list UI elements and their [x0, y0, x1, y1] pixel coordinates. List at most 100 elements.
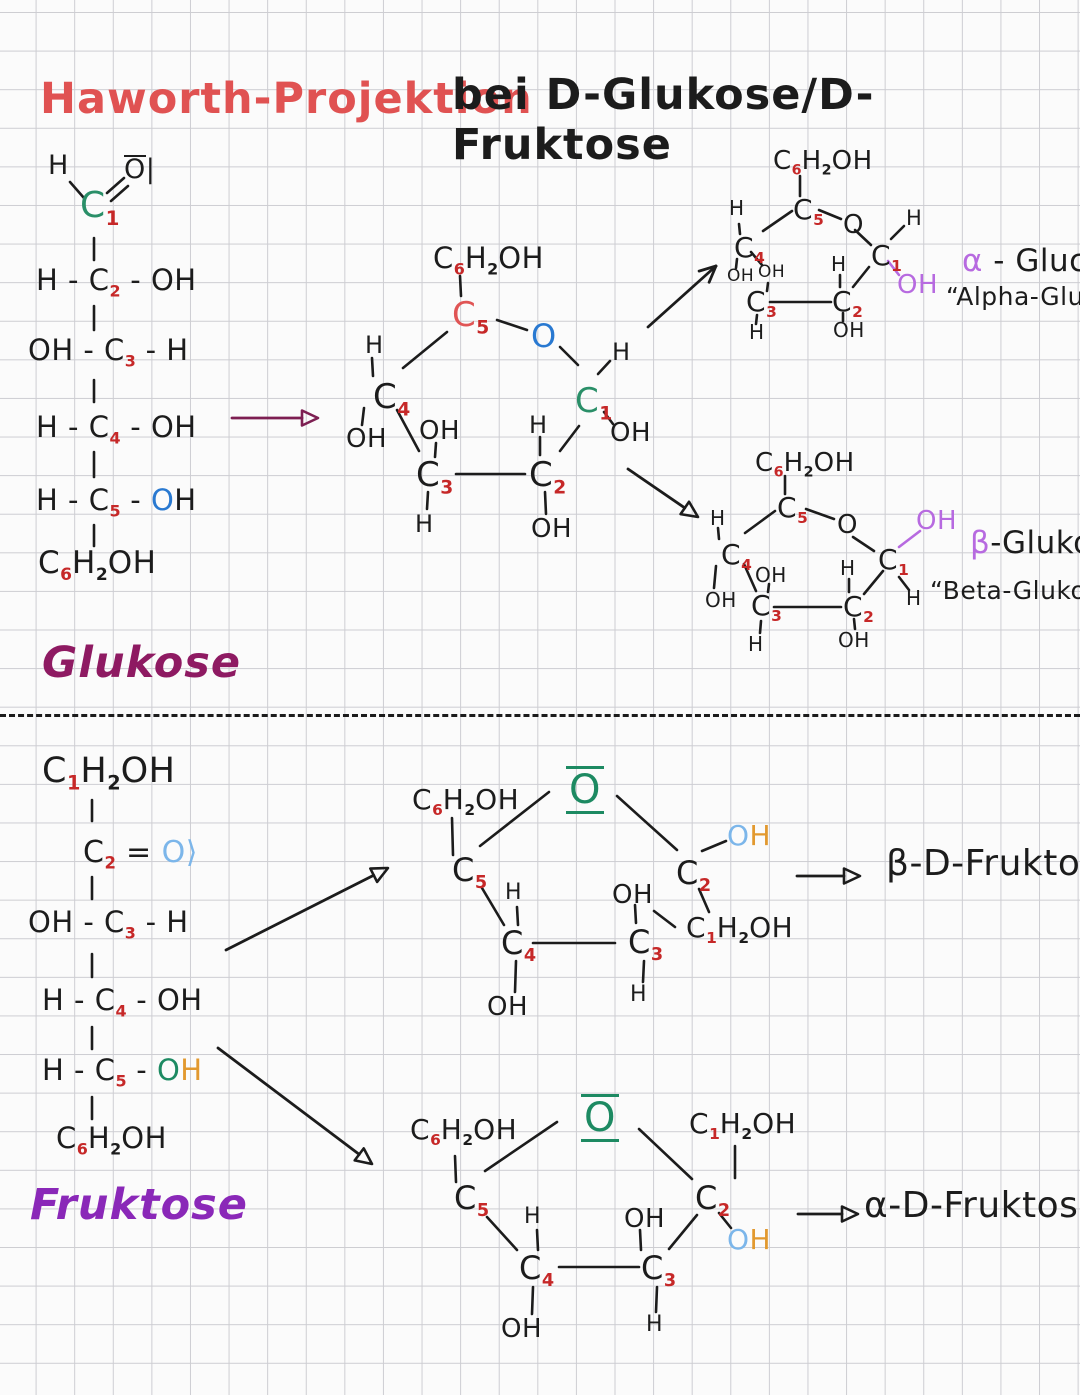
alpha-glucose-c5: C5 [793, 193, 824, 230]
fructose-section-label: Fruktose [30, 1180, 248, 1230]
alpha-fructose-oh-c4: OH [501, 1314, 543, 1344]
bond-line [889, 224, 906, 241]
fructose-fischer-ch2oh1: C1H2OH [42, 751, 176, 795]
bond-line [458, 274, 463, 298]
alpha-glucose-c4: C4 [734, 231, 765, 268]
bond-line [712, 564, 718, 590]
bond-line [485, 1215, 519, 1252]
beta-fructose-c4: C4 [501, 924, 537, 967]
glucose-haworth-oh-c4: OH [346, 424, 388, 454]
alpha-glucose-ring-o: O [843, 210, 864, 240]
beta-glucose-oh-c3: OH [755, 563, 787, 587]
arrow-to-alpha-glucose [646, 264, 718, 329]
beta-fructose-oh-c2: OH [727, 819, 772, 852]
fructose-fischer-c2: C2 = O⟩ [83, 835, 198, 873]
glucose-haworth-h-c2: H [529, 411, 548, 439]
glucose-fischer-h-top: H [48, 150, 69, 181]
page-title-black: bei D-Glukose/D-Fruktose [452, 70, 875, 170]
beta-fructose-ch2oh1: C1H2OH [686, 911, 794, 948]
alpha-glucose-oh-c1: OH [897, 270, 939, 300]
alpha-glucose-oh-c2: OH [833, 318, 865, 342]
beta-glucose-c2: C2 [843, 590, 874, 627]
glucose-fischer-ch2oh6: C6H2OH [38, 545, 157, 585]
beta-fructose-c5: C5 [452, 851, 488, 894]
alpha-glucose-c2: C2 [832, 285, 863, 322]
glucose-haworth-c3: C3 [416, 455, 454, 499]
bond-line [360, 406, 366, 427]
alpha-fructose-c3: C3 [641, 1249, 677, 1292]
alpha-glucose-oh-c3: OH [758, 262, 786, 282]
bond-line [530, 1285, 535, 1316]
arrow-to-alpha-fructose [216, 1046, 374, 1166]
section-divider [0, 714, 1080, 717]
glucose-section-label: Glukose [42, 638, 242, 688]
beta-glucose-h-c4: H [710, 506, 726, 530]
alpha-glucose-h-c3: H [749, 320, 765, 344]
beta-glucose-caption-quote: “Beta-Glukose” [930, 576, 1080, 605]
glucose-haworth-c5: C5 [452, 295, 490, 339]
fructose-fischer-row-c3: OH - C3 - H [28, 905, 189, 943]
bond-line [700, 839, 728, 853]
beta-glucose-oh-c2: OH [838, 628, 870, 652]
bond-line [804, 507, 836, 521]
beta-glucose-ch2oh6: C6H2OH [755, 448, 855, 481]
glucose-haworth-oh-c2: OH [531, 514, 573, 544]
alpha-glucose-c3: C3 [746, 285, 777, 322]
bond-line [652, 909, 677, 929]
beta-glucose-oh-c4: OH [705, 588, 737, 612]
glucose-haworth-h-c3: H [415, 510, 434, 538]
glucose-haworth-h-c4: H [365, 331, 384, 359]
alpha-glucose-c1: C1 [871, 239, 902, 276]
bond-line [615, 794, 679, 852]
arrow-to-beta-glucose [626, 467, 700, 519]
arrow-fischer-to-haworth [230, 409, 320, 427]
bond-line [450, 816, 455, 857]
beta-fructose-h-c3: H [630, 982, 648, 1007]
bond-line [370, 356, 375, 378]
glucose-haworth-c2: C2 [529, 455, 567, 499]
alpha-glucose-ch2oh6: C6H2OH [773, 146, 873, 179]
alpha-glucose-h-c1: H [906, 206, 923, 230]
bond-line [654, 1285, 659, 1314]
beta-fructose-c2: C2 [676, 854, 712, 897]
alpha-fructose-oh-c2: OH [727, 1223, 772, 1256]
fructose-fischer-ch2oh6: C6H2OH [56, 1121, 167, 1159]
alpha-fructose-ch2oh1: C1H2OH [689, 1107, 797, 1144]
beta-glucose-oh-c1: OH [916, 506, 958, 536]
beta-glucose-c3: C3 [751, 589, 782, 626]
alpha-fructose-h-c4: H [524, 1204, 542, 1229]
arrow-beta-fructose-label [795, 867, 862, 885]
glucose-haworth-ch2oh6: C6H2OH [433, 241, 544, 279]
bond-line [513, 959, 518, 994]
beta-fructose-h-c4: H [505, 880, 523, 905]
beta-fructose-oh-c3: OH [612, 880, 654, 910]
alpha-glucose-caption: α - Glucose [962, 243, 1080, 279]
alpha-fructose-c2: C2 [695, 1179, 731, 1222]
glucose-fischer-o-top: O| [124, 154, 156, 185]
alpha-fructose-h-c3: H [646, 1312, 664, 1337]
glucose-fischer-row-c5: H - C5 - OH [36, 483, 197, 521]
glucose-haworth-h-c1: H [612, 338, 631, 366]
beta-glucose-ring-o: O [837, 510, 858, 540]
alpha-fructose-ch2oh6: C6H2OH [410, 1113, 518, 1150]
bond-line [480, 886, 506, 927]
beta-fructose-c3: C3 [628, 923, 664, 966]
beta-glucose-h-c1: H [906, 586, 922, 610]
bond-line [401, 330, 449, 370]
alpha-fructose-ring-o: O [581, 1094, 619, 1142]
glucose-haworth-oh-c1: OH [610, 418, 652, 448]
glucose-haworth-ring-o: O [531, 317, 557, 355]
bond-line [558, 345, 580, 367]
arrow-to-beta-fructose [224, 866, 390, 952]
beta-glucose-c5: C5 [777, 491, 808, 528]
alpha-glucose-caption-quote: “Alpha-Glucose” [946, 282, 1080, 311]
fructose-fischer-row-c4: H - C4 - OH [42, 983, 203, 1021]
glucose-fischer-row-c2: H - C2 - OH [36, 263, 197, 301]
alpha-glucose-oh-c4: OH [727, 266, 755, 286]
bond-line [743, 509, 777, 535]
glucose-fischer-c1: C1 [80, 185, 120, 230]
beta-glucose-h-c3: H [748, 632, 764, 656]
beta-fructose-ring-o: O [566, 766, 604, 814]
glucose-haworth-c4: C4 [373, 377, 411, 421]
